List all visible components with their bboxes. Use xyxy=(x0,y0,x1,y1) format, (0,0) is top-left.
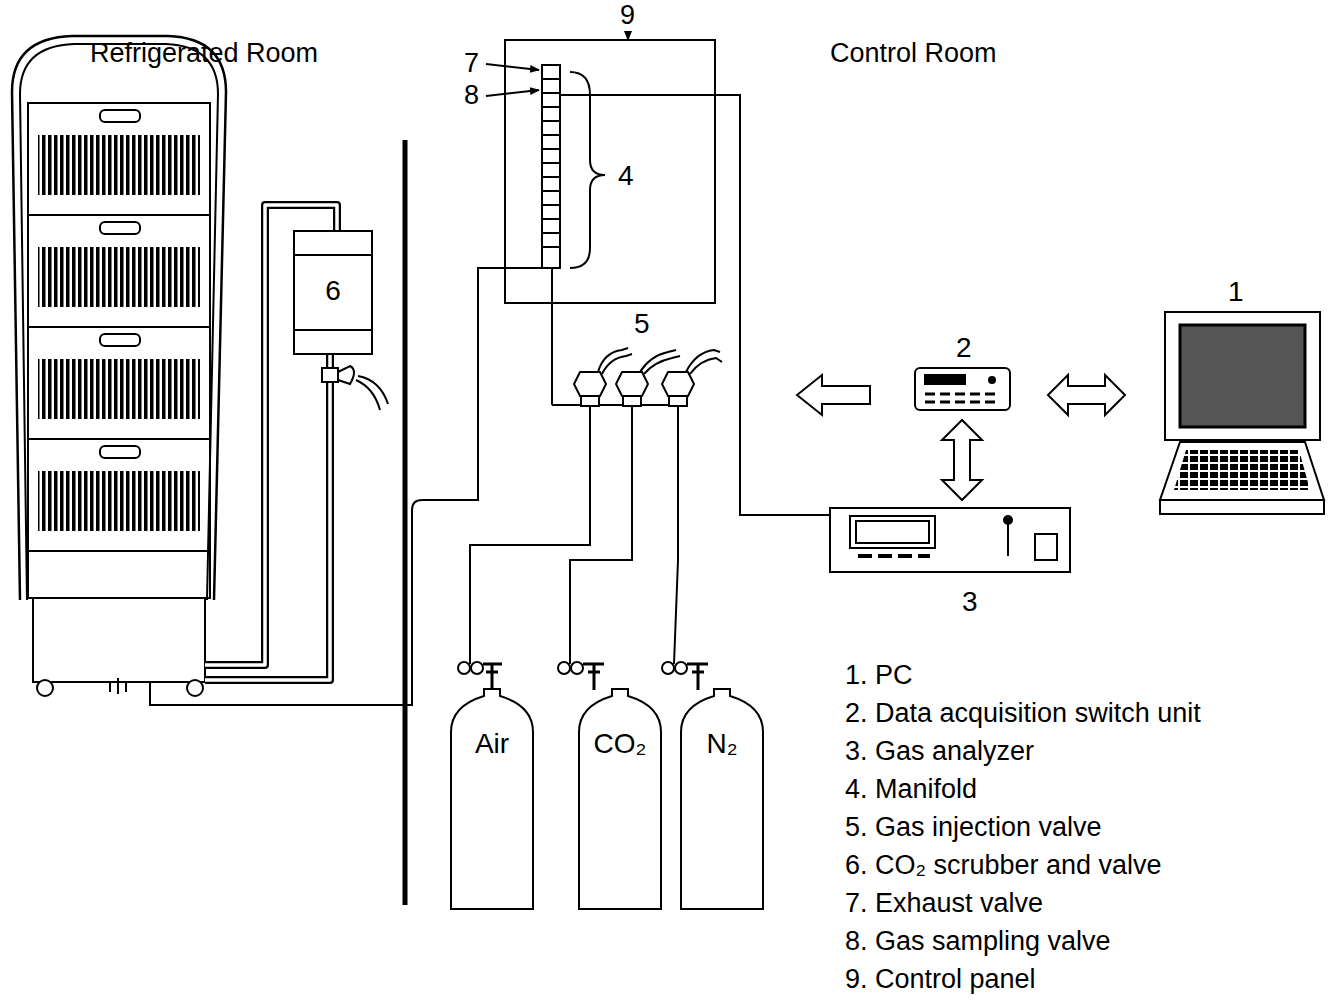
gas-cylinder: CO₂ xyxy=(578,688,662,910)
room-title: Refrigerated Room xyxy=(90,40,318,67)
key-entry: 1. PC xyxy=(845,662,913,689)
bracket xyxy=(570,72,605,268)
callout-number: 1 xyxy=(1228,278,1244,306)
manifold xyxy=(542,65,560,268)
key-entry: 2. Data acquisition switch unit xyxy=(845,700,1201,727)
cylinder-outline xyxy=(680,688,764,910)
gas-name: Air xyxy=(450,730,534,758)
gas-cylinder: N₂ xyxy=(680,688,764,910)
callout-number: 7 xyxy=(464,50,479,77)
gas-cylinder: Air xyxy=(450,688,534,910)
control-panel xyxy=(505,40,715,303)
tubing xyxy=(150,95,830,705)
key-entry: 8. Gas sampling valve xyxy=(845,928,1111,955)
key-entry: 6. CO₂ scrubber and valve xyxy=(845,852,1162,879)
data-acquisition-unit xyxy=(915,368,1010,410)
key-entry: 4. Manifold xyxy=(845,776,977,803)
cylinder-outline xyxy=(450,688,534,910)
leader-arrow xyxy=(486,64,539,70)
room-title: Control Room xyxy=(830,40,997,67)
cylinder-outline xyxy=(578,688,662,910)
room-wall xyxy=(403,140,408,905)
key-entry: 9. Control panel xyxy=(845,966,1036,993)
callout-number: 4 xyxy=(618,162,634,190)
callout-number: 5 xyxy=(634,310,650,338)
callout-number: 3 xyxy=(962,588,978,616)
gas-name: CO₂ xyxy=(578,730,662,758)
scrubber-canister: 6 xyxy=(293,230,373,355)
injection-valve xyxy=(574,348,722,406)
cylinder-regulator xyxy=(458,662,708,690)
callout-number: 9 xyxy=(620,2,635,29)
gas-name: N₂ xyxy=(680,730,764,758)
key-entry: 7. Exhaust valve xyxy=(845,890,1043,917)
callout-number: 8 xyxy=(464,82,479,109)
storage-cabinet xyxy=(12,36,226,696)
personal-computer xyxy=(1160,312,1324,514)
scrubber-valve xyxy=(322,366,388,410)
gas-analyzer xyxy=(830,508,1070,572)
callout-number: 2 xyxy=(956,334,972,362)
leader-arrow xyxy=(627,31,629,40)
signal-arrow xyxy=(797,375,1125,500)
key-entry: 5. Gas injection valve xyxy=(845,814,1102,841)
leader-arrow xyxy=(486,90,539,96)
key-entry: 3. Gas analyzer xyxy=(845,738,1034,765)
callout-number: 6 xyxy=(293,277,373,305)
